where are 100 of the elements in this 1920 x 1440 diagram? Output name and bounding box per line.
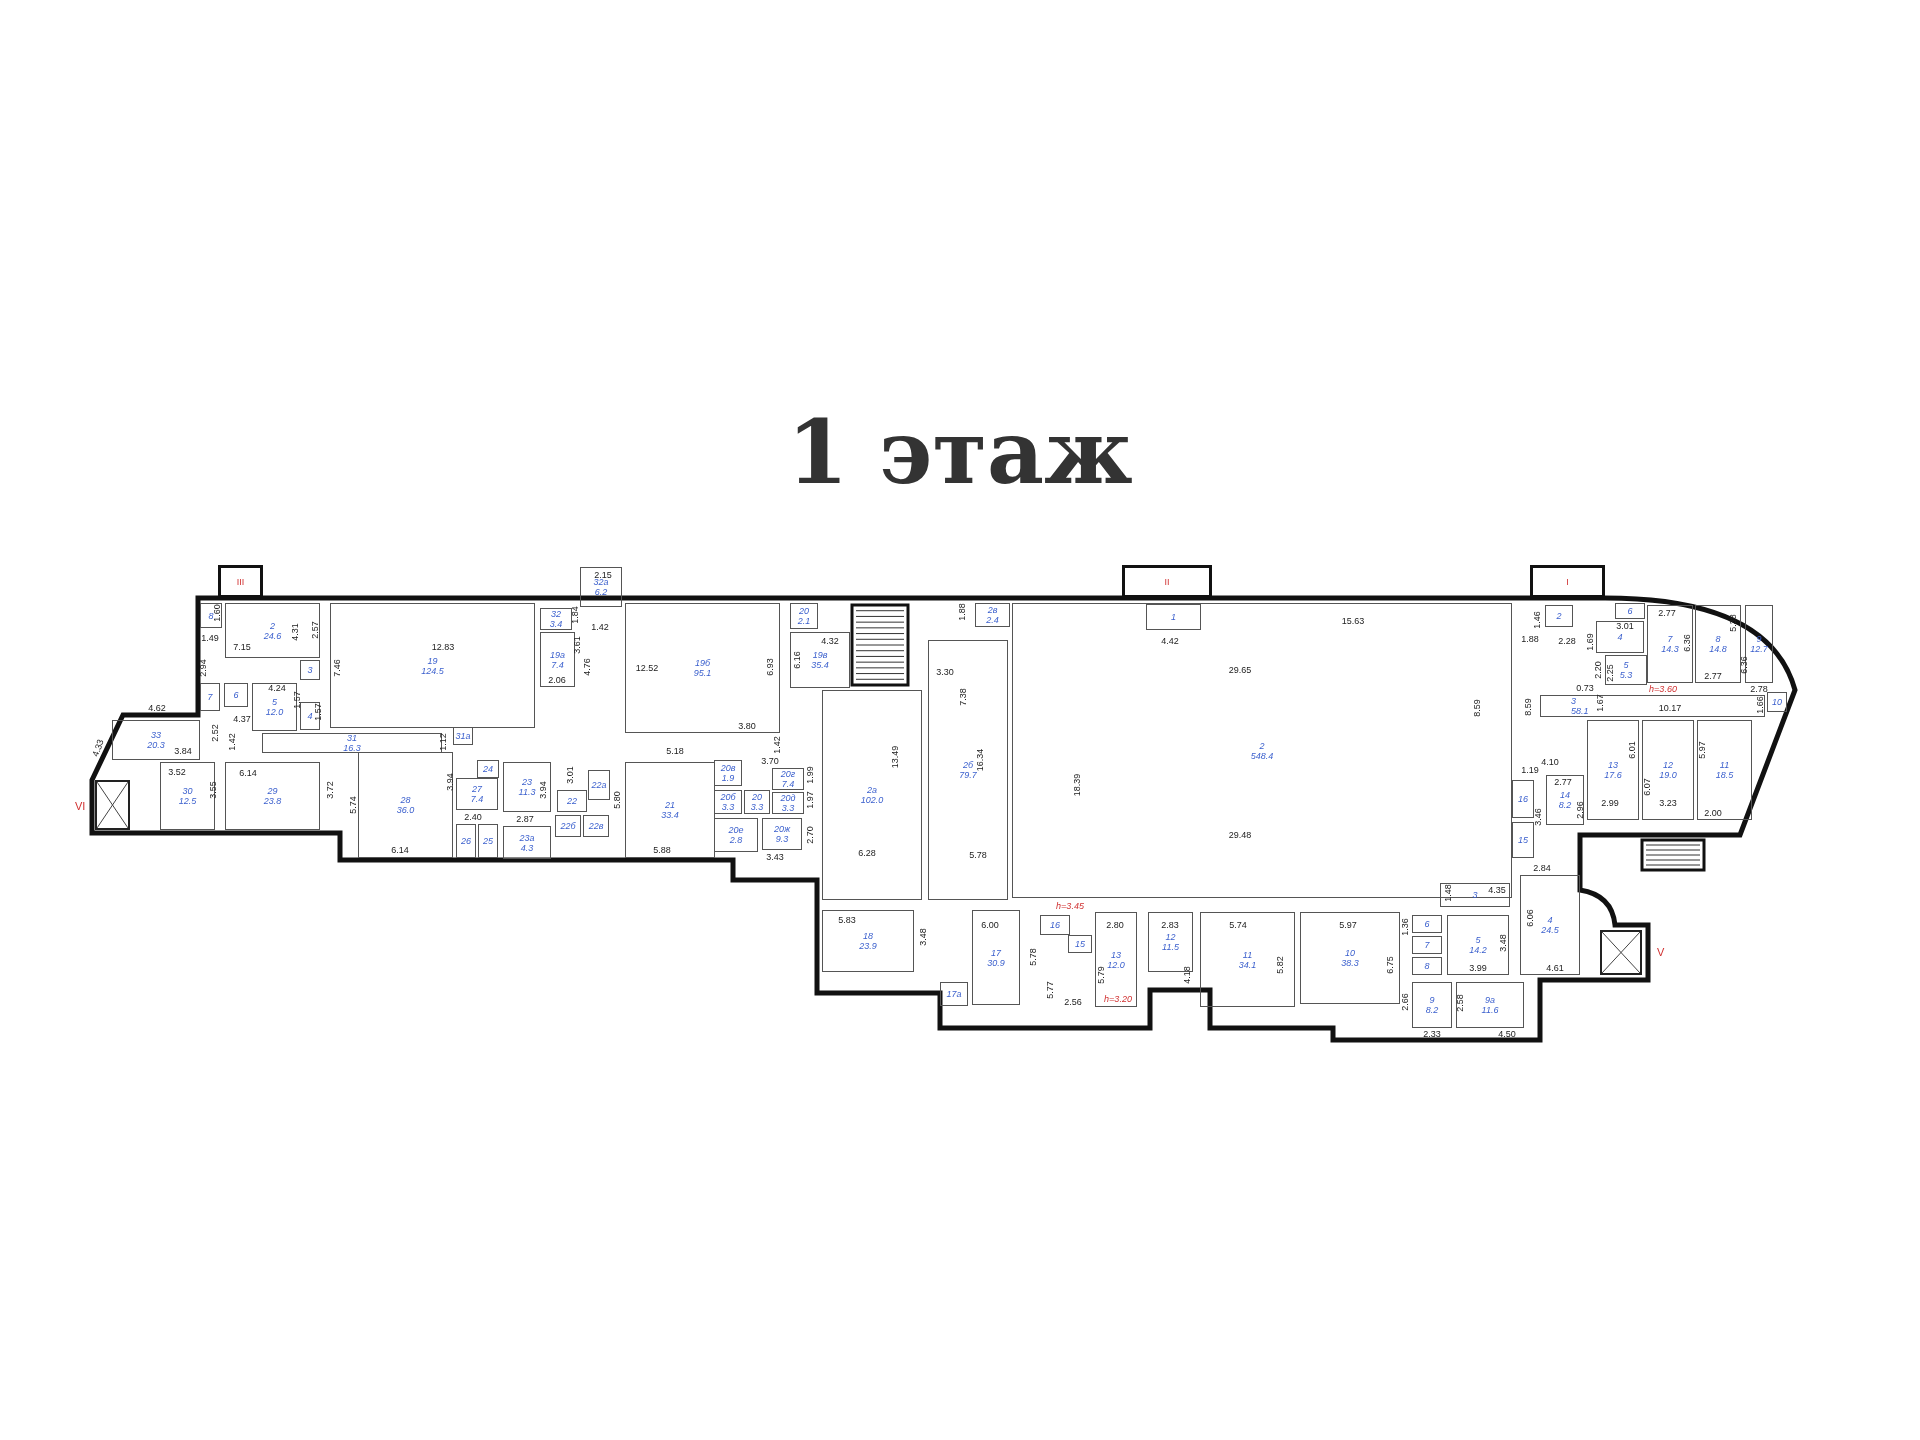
room-outline xyxy=(1596,621,1644,653)
room-number: 20 xyxy=(752,792,762,802)
room-number: 4 xyxy=(1617,632,1623,642)
dimension-label: 1.42 xyxy=(772,736,782,754)
room-area: 34.1 xyxy=(1238,959,1257,970)
room-outline xyxy=(580,567,622,607)
dimension-label: 2.00 xyxy=(1704,808,1722,818)
room-number: 20г xyxy=(780,769,796,779)
room-number: 6 xyxy=(1424,919,1430,929)
room-outline xyxy=(714,760,742,786)
room-outline xyxy=(940,982,968,1006)
room-outline xyxy=(714,790,742,814)
room-number: 27 xyxy=(472,784,482,794)
dimension-label: 2.66 xyxy=(1400,993,1410,1011)
room-area: 1.9 xyxy=(721,773,735,783)
room-outline xyxy=(453,727,473,745)
dimension-label: 1.84 xyxy=(570,606,580,624)
room-number: 6 xyxy=(233,690,239,700)
room-outline xyxy=(625,603,780,733)
dimension-label: 3.70 xyxy=(761,756,779,766)
room-area: 3.3 xyxy=(781,803,795,813)
room-outline xyxy=(1447,915,1509,975)
room-number: 20 xyxy=(799,606,809,616)
room-number: 2а xyxy=(867,785,877,795)
dimension-label: 1.57 xyxy=(313,703,323,721)
room-outline xyxy=(714,818,758,852)
dimension-label: 3.48 xyxy=(1498,934,1508,952)
dimension-label: 3.23 xyxy=(1659,798,1677,808)
room-number: 28 xyxy=(400,795,411,805)
room-number: 13 xyxy=(1608,760,1618,770)
dimension-label: 3.84 xyxy=(174,746,192,756)
room-outline xyxy=(1545,605,1573,627)
room-area: 5.3 xyxy=(1619,670,1633,680)
room-number: 8 xyxy=(1715,634,1721,644)
room-number: 31а xyxy=(455,731,471,741)
dimension-label: 6.06 xyxy=(1525,909,1535,927)
room-area: 7.4 xyxy=(781,779,795,789)
room-outline xyxy=(762,818,802,850)
dimension-label: 6.00 xyxy=(981,920,999,930)
dimension-label: 5.18 xyxy=(666,746,684,756)
dimension-label: 5.74 xyxy=(1229,920,1247,930)
dimension-label: 18.39 xyxy=(1072,773,1082,797)
room-number: 19а xyxy=(550,649,565,660)
room-number: 12 xyxy=(1165,932,1176,942)
room-area: 2.1 xyxy=(797,616,811,626)
dimension-label: 13.49 xyxy=(890,745,900,769)
room-outline xyxy=(1605,655,1647,685)
room-area: 12.0 xyxy=(265,707,284,717)
room-number: 2 xyxy=(1556,611,1562,621)
room-area: 24.5 xyxy=(1541,925,1559,935)
room-outline xyxy=(1456,982,1524,1028)
room-outline xyxy=(160,762,215,830)
dimension-label: 1.88 xyxy=(1521,634,1539,644)
room-outline xyxy=(1546,775,1584,825)
room-number: 22 xyxy=(567,796,577,806)
dimension-label: 4.24 xyxy=(268,683,286,693)
room-outline xyxy=(262,733,442,753)
room-outline xyxy=(1300,912,1400,1004)
room-outline xyxy=(200,683,220,711)
balcony-outline xyxy=(1122,565,1212,598)
room-outline xyxy=(1200,912,1295,1007)
room-number: 10 xyxy=(1345,948,1355,958)
room-outline xyxy=(588,770,610,800)
room-outline xyxy=(330,603,535,728)
dimension-label: 5.97 xyxy=(1339,920,1357,930)
room-area: 548.4 xyxy=(1250,750,1274,761)
room-outline xyxy=(1767,692,1787,712)
dimension-label: 5.97 xyxy=(1697,741,1707,759)
dimension-label: 16.34 xyxy=(975,748,985,772)
dimension-label: 3.01 xyxy=(1616,621,1634,631)
dimension-label: 3.52 xyxy=(168,767,186,777)
dimension-label: 2.33 xyxy=(1423,1029,1441,1039)
room-area: 35.4 xyxy=(811,660,829,670)
room-outline xyxy=(822,690,922,900)
room-number: 32 xyxy=(551,609,561,619)
dimension-label: 6.28 xyxy=(858,848,876,858)
room-number: 15 xyxy=(1518,835,1528,845)
room-number: 22б xyxy=(560,821,576,831)
dimension-label: 3.99 xyxy=(1469,963,1487,973)
dimension-label: 2.77 xyxy=(1704,671,1722,681)
room-outline xyxy=(1512,780,1534,818)
room-number: 4 xyxy=(307,711,313,721)
room-outline xyxy=(744,790,770,814)
room-area: 8.2 xyxy=(1425,1005,1439,1015)
room-number: 2б xyxy=(962,760,974,770)
dimension-label: 1.67 xyxy=(1595,694,1605,712)
room-area: 2.4 xyxy=(986,615,999,625)
room-outline xyxy=(975,603,1010,627)
dimension-label: 5.78 xyxy=(1028,948,1038,966)
room-number: 1 xyxy=(1171,612,1176,622)
dimension-label: 6.14 xyxy=(391,845,409,855)
room-outline xyxy=(1412,957,1442,975)
section-label: VI xyxy=(75,800,86,812)
room-area: 11.6 xyxy=(1481,1005,1499,1015)
dimension-label: 3.94 xyxy=(445,773,455,791)
room-area: 7.4 xyxy=(551,659,564,670)
room-area: 36.0 xyxy=(396,805,415,815)
dimension-label: 3.72 xyxy=(325,781,335,799)
dimension-label: 4.61 xyxy=(1546,963,1564,973)
room-number: 20д xyxy=(780,793,796,803)
